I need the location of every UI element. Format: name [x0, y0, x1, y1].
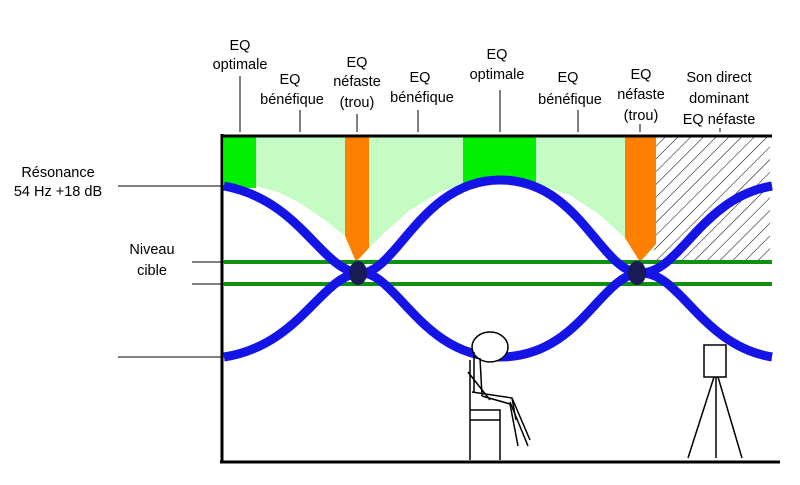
svg-text:EQ: EQ — [558, 70, 579, 86]
svg-text:EQ: EQ — [347, 55, 368, 71]
label-eq-beneficial-3: EQ bénéfique — [538, 70, 602, 108]
label-eq-beneficial-1: EQ bénéfique — [260, 72, 324, 108]
seated-listener — [467, 331, 531, 460]
svg-text:EQ: EQ — [280, 72, 301, 88]
loudspeaker-on-stand — [687, 344, 743, 459]
room-frame — [220, 134, 780, 464]
svg-text:cible: cible — [137, 263, 167, 279]
svg-text:néfaste: néfaste — [333, 74, 381, 90]
svg-text:Niveau: Niveau — [129, 242, 174, 258]
svg-text:Résonance: Résonance — [21, 165, 94, 181]
svg-text:(trou): (trou) — [340, 95, 375, 111]
label-eq-harmful-1: EQ néfaste (trou) — [333, 55, 381, 111]
svg-text:EQ: EQ — [631, 67, 652, 83]
zone-harmful-2 — [625, 136, 656, 262]
zone-harmful-1 — [345, 136, 369, 262]
label-eq-beneficial-2: EQ bénéfique — [390, 70, 454, 106]
wave-upper — [223, 175, 773, 278]
svg-text:EQ: EQ — [410, 70, 431, 86]
svg-text:EQ: EQ — [487, 47, 508, 63]
svg-text:EQ néfaste: EQ néfaste — [683, 112, 756, 128]
speaker-stand — [687, 376, 743, 459]
eq-zones — [222, 134, 772, 262]
node-left — [349, 261, 367, 285]
zone-optimal-left — [224, 136, 256, 188]
svg-text:Son direct: Son direct — [686, 70, 751, 86]
svg-text:optimale: optimale — [470, 67, 525, 83]
svg-text:54 Hz +18 dB: 54 Hz +18 dB — [14, 184, 102, 200]
zone-optimal-center — [463, 136, 536, 184]
svg-text:optimale: optimale — [213, 57, 268, 73]
zone-direct-sound — [650, 136, 770, 262]
zone-beneficial-2 — [369, 136, 463, 248]
zone-ticks — [239, 76, 721, 132]
speaker-box — [703, 344, 727, 378]
zone-beneficial-3 — [536, 136, 625, 238]
svg-text:dominant: dominant — [689, 91, 749, 107]
listener-head — [471, 331, 509, 363]
svg-text:bénéfique: bénéfique — [538, 92, 602, 108]
zone-beneficial-1 — [256, 136, 345, 236]
label-eq-harmful-2: EQ néfaste (trou) — [617, 67, 665, 124]
svg-text:bénéfique: bénéfique — [260, 92, 324, 108]
target-level-label: Niveau cible — [129, 242, 174, 279]
svg-text:EQ: EQ — [230, 38, 251, 54]
chair — [469, 360, 501, 460]
zone-labels: EQ optimale EQ bénéfique EQ néfaste (tro… — [213, 38, 756, 128]
label-eq-optimal-center: EQ optimale — [470, 47, 525, 83]
resonance-label: Résonance 54 Hz +18 dB — [14, 165, 102, 200]
svg-text:bénéfique: bénéfique — [390, 90, 454, 106]
node-right — [628, 261, 646, 285]
label-eq-optimal-left: EQ optimale — [213, 38, 268, 73]
svg-text:néfaste: néfaste — [617, 87, 665, 103]
label-direct-sound: Son direct dominant EQ néfaste — [683, 70, 756, 128]
svg-text:(trou): (trou) — [624, 108, 659, 124]
